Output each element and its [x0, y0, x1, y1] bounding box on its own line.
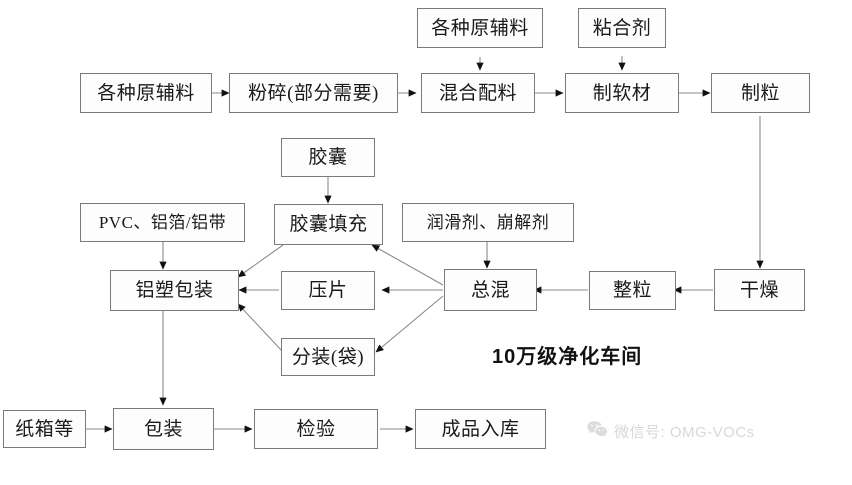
node-mixing-ingredients[interactable]: 混合配料	[421, 73, 535, 113]
node-label: PVC、铝箔/铝带	[98, 213, 227, 232]
edge-totalmix-to-capsulefill	[371, 244, 444, 286]
watermark-text: 微信号: OMG-VOCs	[614, 424, 755, 441]
node-label: 混合配料	[438, 82, 517, 104]
node-soft-material[interactable]: 制软材	[565, 73, 679, 113]
clean-room-zone-label: 10万级净化车间	[492, 340, 642, 369]
node-label: 各种原辅料	[97, 82, 195, 104]
node-label: 总混	[470, 279, 510, 301]
node-raw-materials-1[interactable]: 各种原辅料	[80, 73, 212, 113]
node-label: 各种原辅料	[431, 17, 529, 39]
zone-label-text: 10万级净化车间	[492, 346, 643, 368]
node-label: 整粒	[612, 280, 652, 301]
node-raw-materials-2[interactable]: 各种原辅料	[417, 8, 543, 48]
node-capsule-filling[interactable]: 胶囊填充	[274, 204, 383, 245]
edge-totalmix-to-bagfilling	[375, 295, 444, 353]
node-label: 胶囊	[308, 147, 348, 168]
edge-capsulefill-to-alupack	[237, 244, 284, 278]
node-lubricant-disintegrant[interactable]: 润滑剂、崩解剂	[402, 203, 574, 242]
node-label: 干燥	[739, 279, 779, 301]
node-label: 成品入库	[441, 418, 520, 440]
edge-bagfilling-to-alupack	[237, 303, 284, 353]
node-tableting[interactable]: 压片	[281, 271, 375, 310]
node-sizing[interactable]: 整粒	[589, 271, 676, 310]
node-inspection[interactable]: 检验	[254, 409, 378, 449]
node-crushing[interactable]: 粉碎(部分需要)	[229, 73, 398, 113]
node-packaging[interactable]: 包装	[113, 408, 214, 450]
node-label: 制软材	[592, 82, 652, 104]
node-label: 检验	[296, 418, 336, 440]
node-drying[interactable]: 干燥	[714, 269, 805, 311]
node-label: 润滑剂、崩解剂	[426, 213, 550, 232]
node-total-mixing[interactable]: 总混	[444, 269, 537, 311]
node-capsule[interactable]: 胶囊	[281, 138, 375, 177]
node-granulation[interactable]: 制粒	[711, 73, 810, 113]
watermark: 微信号: OMG-VOCs	[586, 420, 755, 443]
node-binder[interactable]: 粘合剂	[578, 8, 666, 48]
node-warehouse[interactable]: 成品入库	[415, 409, 546, 449]
node-label: 分装(袋)	[291, 346, 365, 368]
wechat-icon	[586, 420, 608, 443]
node-label: 胶囊填充	[289, 214, 368, 235]
node-label: 粉碎(部分需要)	[248, 82, 379, 104]
node-carton[interactable]: 纸箱等	[3, 410, 86, 448]
node-bag-filling[interactable]: 分装(袋)	[281, 338, 375, 376]
node-label: 压片	[308, 280, 348, 301]
node-label: 包装	[143, 418, 183, 440]
node-label: 纸箱等	[15, 418, 74, 440]
node-label: 铝塑包装	[135, 280, 214, 301]
node-pvc-foil[interactable]: PVC、铝箔/铝带	[80, 203, 245, 242]
node-alu-plastic-packing[interactable]: 铝塑包装	[110, 270, 239, 311]
node-label: 粘合剂	[592, 17, 652, 39]
node-label: 制粒	[740, 82, 780, 104]
